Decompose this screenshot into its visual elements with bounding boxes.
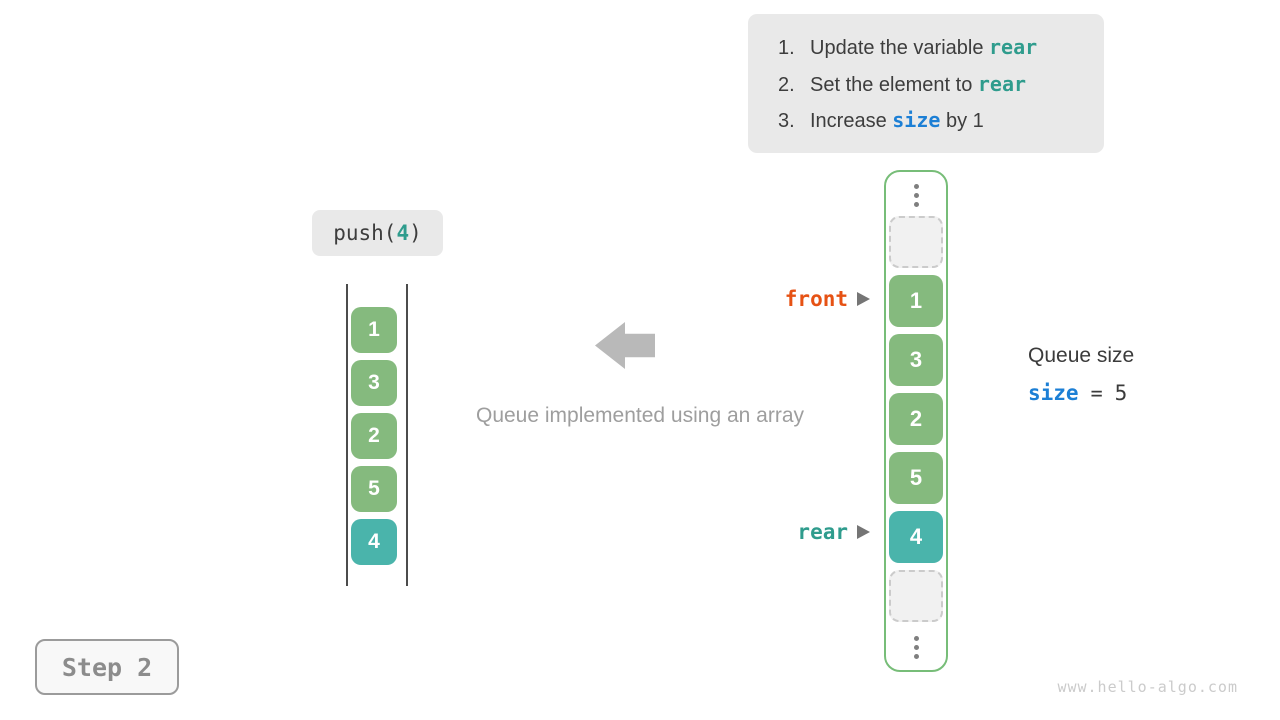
instructions-panel: 1. Update the variable rear 2. Set the e… — [748, 14, 1104, 153]
instruction-step-3: 3. Increase size by 1 — [778, 102, 1104, 139]
array-cell-empty — [889, 570, 943, 622]
stack-rail-left — [346, 284, 348, 586]
size-variable: size — [1028, 381, 1079, 405]
instruction-step-1: 1. Update the variable rear — [778, 29, 1104, 66]
push-operation-label: push(4) — [312, 210, 443, 256]
queue-size-expression: size = 5 — [1028, 381, 1134, 405]
dot — [914, 184, 919, 189]
queue-size-title: Queue size — [1028, 344, 1135, 367]
ellipsis-bottom-icon — [914, 636, 919, 663]
instruction-number: 1. — [778, 37, 795, 59]
stack-item-pushed: 4 — [351, 519, 397, 565]
rear-pointer: rear — [680, 518, 870, 546]
dot — [914, 636, 919, 641]
dot — [914, 202, 919, 207]
input-stack: 1 3 2 5 4 — [340, 284, 414, 586]
right-triangle-icon — [857, 292, 870, 306]
ellipsis-top-icon — [914, 184, 919, 211]
dot — [914, 193, 919, 198]
array-cell-empty — [889, 216, 943, 268]
size-value: 5 — [1114, 381, 1128, 405]
push-fn-text: push( — [333, 221, 397, 245]
array-cell: 2 — [889, 393, 943, 445]
dot — [914, 654, 919, 659]
instruction-text: by 1 — [940, 110, 984, 132]
rear-pointer-label: rear — [797, 520, 848, 544]
left-block-arrow-icon — [595, 322, 655, 369]
stack-rail-right — [406, 284, 408, 586]
queue-size-panel: Queue size size = 5 — [1028, 344, 1134, 405]
array-cell: 1 — [889, 275, 943, 327]
array-cell: 3 — [889, 334, 943, 386]
front-pointer: front — [680, 285, 870, 313]
step-badge: Step 2 — [35, 639, 179, 695]
array-cell-pushed: 4 — [889, 511, 943, 563]
instruction-text: Update the variable — [810, 37, 990, 59]
watermark: www.hello-algo.com — [1057, 678, 1238, 696]
code-token-rear: rear — [977, 71, 1027, 96]
stack-item: 5 — [351, 466, 397, 512]
instruction-text: Set the element to — [810, 73, 978, 96]
stack-item: 1 — [351, 307, 397, 353]
instruction-step-2: 2. Set the element to rear — [778, 66, 1104, 103]
instruction-number: 2. — [778, 73, 795, 96]
array-cell: 5 — [889, 452, 943, 504]
code-token-size: size — [892, 108, 941, 132]
instruction-text: Increase — [810, 110, 893, 132]
push-arg-value: 4 — [396, 221, 410, 245]
push-close-paren: ) — [409, 221, 422, 245]
dot — [914, 645, 919, 650]
diagram-caption: Queue implemented using an array — [475, 404, 805, 427]
instruction-number: 3. — [778, 110, 795, 132]
front-pointer-label: front — [784, 287, 848, 311]
code-token-rear: rear — [989, 35, 1038, 59]
right-triangle-icon — [857, 525, 870, 539]
equals-sign: = — [1090, 381, 1103, 405]
queue-array: 1 3 2 5 4 — [884, 170, 948, 672]
stack-item: 2 — [351, 413, 397, 459]
stack-item: 3 — [351, 360, 397, 406]
